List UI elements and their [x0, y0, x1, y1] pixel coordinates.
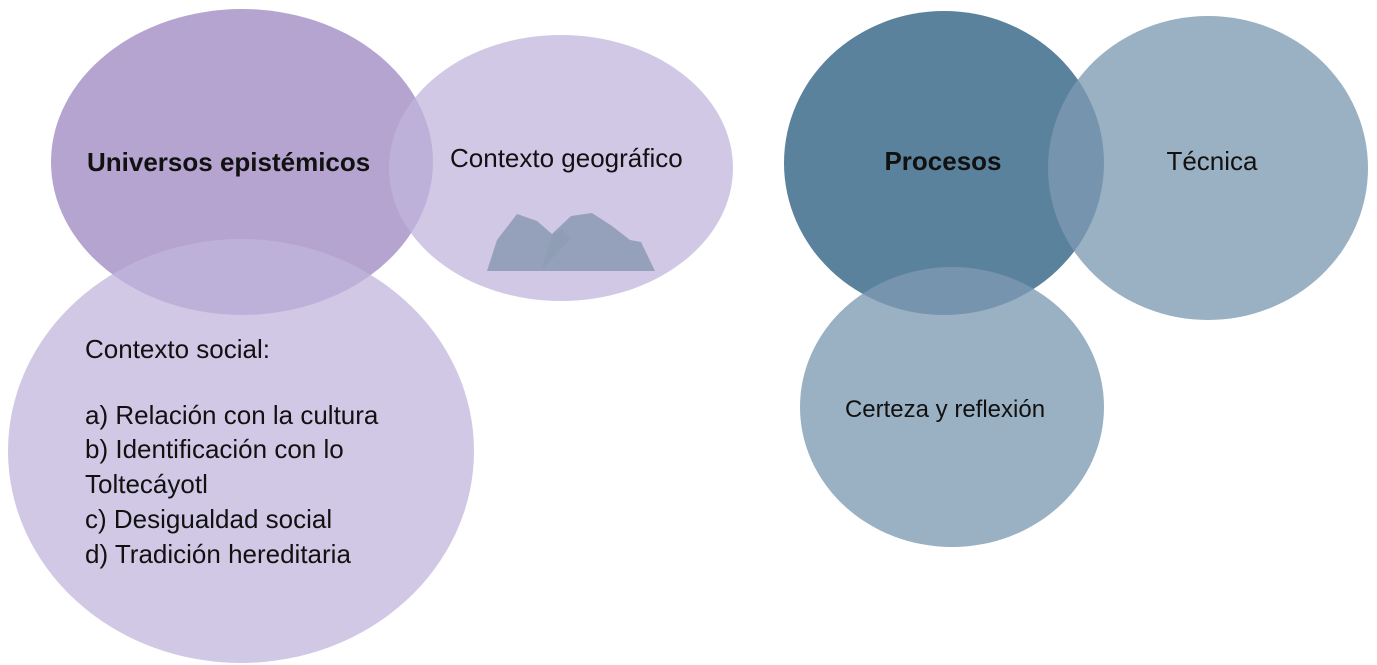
social-circle: [8, 239, 474, 663]
universos-circle: [51, 9, 433, 315]
tecnica-circle: [1048, 16, 1368, 320]
certeza-circle: [800, 267, 1104, 547]
social-item-c: c) Desigualdad social: [85, 504, 332, 534]
procesos-label: Procesos: [884, 146, 1001, 176]
procesos-circle: [784, 11, 1104, 315]
social-item-d: d) Tradición hereditaria: [85, 539, 351, 569]
geografico-circle: [389, 35, 733, 301]
universos-label: Universos epistémicos: [87, 147, 370, 177]
social-item-b: b) Identificación con lo: [85, 434, 344, 464]
mountain-icon: [487, 213, 655, 271]
social-item-b-cont: Toltecáyotl: [85, 469, 208, 499]
geografico-label: Contexto geográfico: [450, 143, 683, 173]
tecnica-label: Técnica: [1166, 146, 1258, 176]
certeza-label: Certeza y reflexión: [845, 396, 1045, 423]
social-item-a: a) Relación con la cultura: [85, 400, 379, 430]
right-circle-group: Procesos Técnica Certeza y reflexión: [784, 11, 1368, 547]
left-circle-group: Universos epistémicos Contexto geográfic…: [8, 9, 733, 663]
social-title: Contexto social:: [85, 334, 270, 364]
